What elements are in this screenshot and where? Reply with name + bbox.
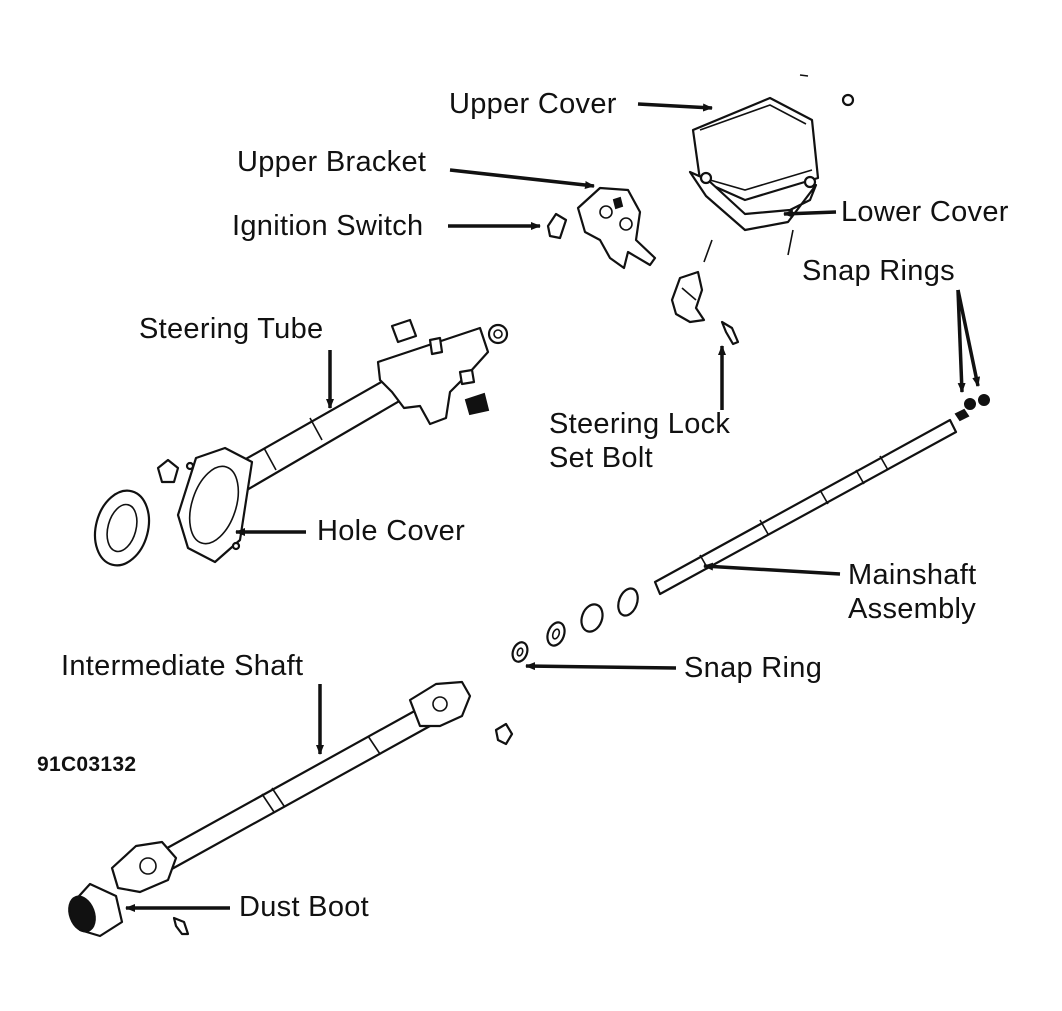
ignition-switch-part [546, 212, 568, 240]
steering-lock-set-bolt-part [720, 320, 740, 346]
label-steering-tube: Steering Tube [139, 313, 324, 345]
steering-tube-part [156, 318, 509, 564]
figure-id: 91C03132 [37, 753, 137, 776]
upper-bracket-part [576, 186, 657, 270]
label-intermediate-shaft: Intermediate Shaft [61, 650, 304, 682]
dust-boot-part [68, 882, 190, 938]
upper-cover-part [691, 74, 855, 202]
label-dust-boot: Dust Boot [239, 891, 370, 923]
steering-lock-clamp-part [670, 270, 706, 324]
label-hole-cover: Hole Cover [317, 515, 466, 547]
label-ignition-switch: Ignition Switch [232, 210, 424, 242]
label-steering-lock-set-bolt: Steering Lock Set Bolt [549, 407, 730, 475]
label-snap-rings: Snap Rings [802, 255, 955, 287]
mainshaft-assembly-part [494, 394, 990, 746]
label-snap-ring: Snap Ring [684, 652, 823, 684]
label-upper-bracket: Upper Bracket [237, 146, 427, 178]
label-steering-lock-line1: Steering Lock [549, 408, 731, 440]
label-mainshaft-assembly: Mainshaft Assembly [848, 558, 976, 626]
label-lower-cover: Lower Cover [841, 196, 1009, 228]
label-assembly-line2: Assembly [848, 593, 977, 625]
label-set-bolt-line2: Set Bolt [549, 442, 653, 474]
intermediate-shaft-part [110, 680, 472, 894]
leader-lines [125, 102, 981, 912]
hole-cover-part [93, 489, 151, 567]
label-mainshaft-line1: Mainshaft [848, 559, 977, 591]
label-upper-cover: Upper Cover [449, 88, 617, 120]
